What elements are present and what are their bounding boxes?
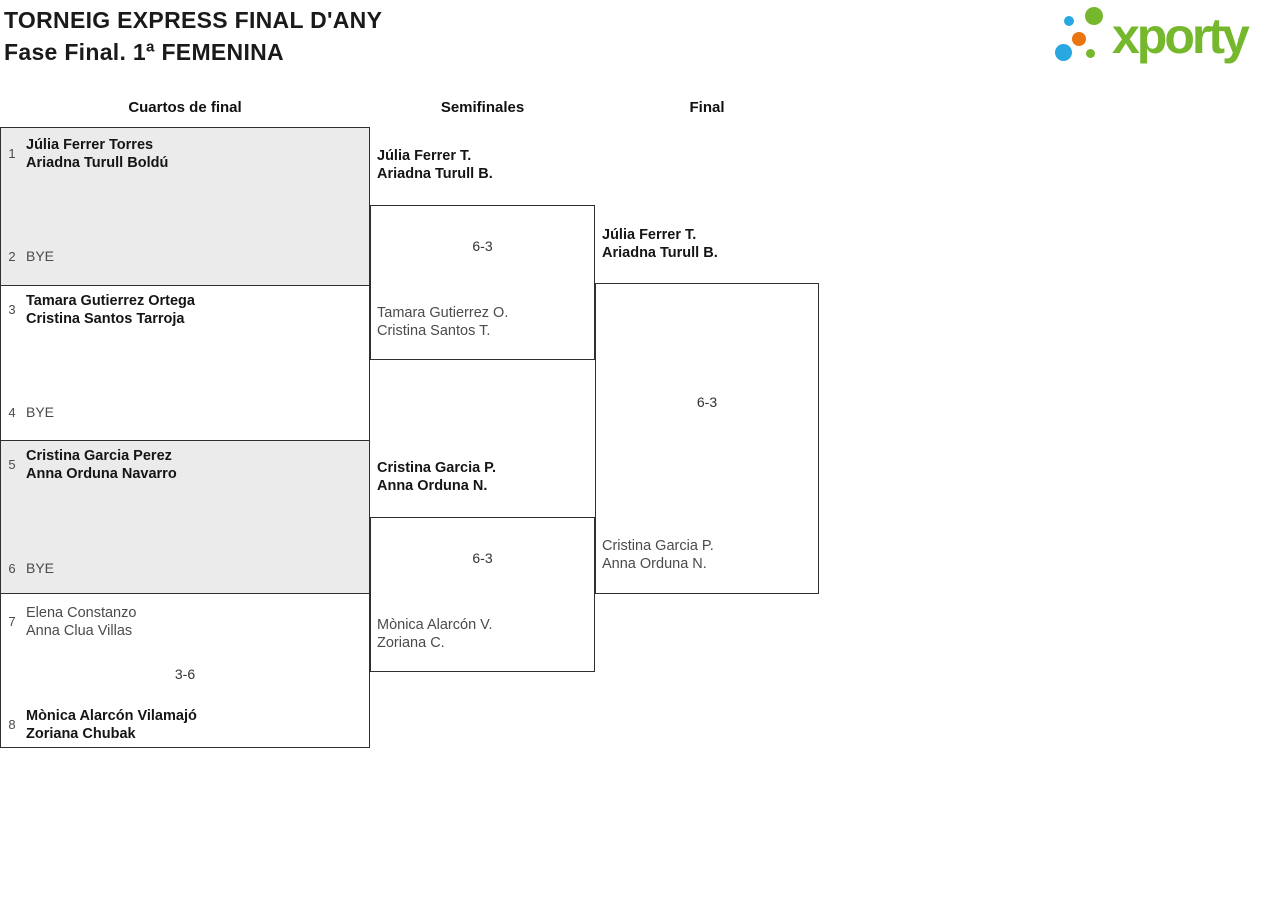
- bye-label: BYE: [26, 404, 55, 420]
- page-title: TORNEIG EXPRESS FINAL D'ANY Fase Final. …: [4, 4, 382, 68]
- seed-number: 7: [8, 614, 16, 629]
- match-score: 6-3: [696, 394, 718, 410]
- bye-label: BYE: [26, 248, 55, 264]
- team-name: Júlia Ferrer T. Ariadna Turull B.: [602, 227, 718, 261]
- qf-match-box-3: [1, 441, 369, 594]
- team-name: Mònica Alarcón Vilamajó Zoriana Chubak: [26, 708, 197, 742]
- team-name: Cristina Garcia P. Anna Orduna N.: [602, 538, 714, 572]
- team-name: Tamara Gutierrez Ortega Cristina Santos …: [26, 293, 195, 327]
- match-score: 6-3: [472, 550, 493, 566]
- logo-dot-green-large: [1085, 7, 1103, 25]
- seed-number: 2: [8, 249, 16, 264]
- phase-category: Fase Final. 1ª FEMENINA: [4, 39, 284, 65]
- logo-wordmark: xporty: [1112, 8, 1250, 64]
- logo-dot-blue-large: [1055, 44, 1072, 61]
- logo-dot-orange: [1072, 32, 1086, 46]
- team-name: Júlia Ferrer Torres Ariadna Turull Boldú: [26, 137, 169, 171]
- round-header-quarterfinals: Cuartos de final: [128, 99, 242, 116]
- sf-match-box-2: [370, 517, 595, 672]
- team-name: Cristina Garcia Perez Anna Orduna Navarr…: [26, 448, 177, 482]
- round-header-final: Final: [689, 99, 725, 116]
- logo-dot-blue-small: [1064, 16, 1074, 26]
- team-name: Elena Constanzo Anna Clua Villas: [26, 605, 137, 639]
- quarterfinals-column: [0, 127, 370, 748]
- match-score: 6-3: [472, 238, 493, 254]
- team-name: Tamara Gutierrez O. Cristina Santos T.: [377, 305, 509, 339]
- seed-number: 4: [8, 405, 16, 420]
- seed-number: 1: [8, 146, 16, 161]
- match-score: 3-6: [174, 666, 196, 682]
- final-match-box: [595, 283, 819, 594]
- bye-label: BYE: [26, 560, 55, 576]
- seed-number: 6: [8, 561, 16, 576]
- round-header-semifinals: Semifinales: [440, 99, 525, 116]
- sf-match-box-1: [370, 205, 595, 360]
- seed-number: 5: [8, 457, 16, 472]
- qf-match-box-1: [1, 128, 369, 286]
- seed-number: 3: [8, 302, 16, 317]
- team-name: Mònica Alarcón V. Zoriana C.: [377, 617, 493, 651]
- team-name: Júlia Ferrer T. Ariadna Turull B.: [377, 148, 493, 182]
- logo-dot-green-small: [1086, 49, 1095, 58]
- team-name: Cristina Garcia P. Anna Orduna N.: [377, 460, 497, 494]
- tournament-name: TORNEIG EXPRESS FINAL D'ANY: [4, 7, 383, 33]
- seed-number: 8: [8, 717, 16, 732]
- qf-match-box-2: [1, 286, 369, 441]
